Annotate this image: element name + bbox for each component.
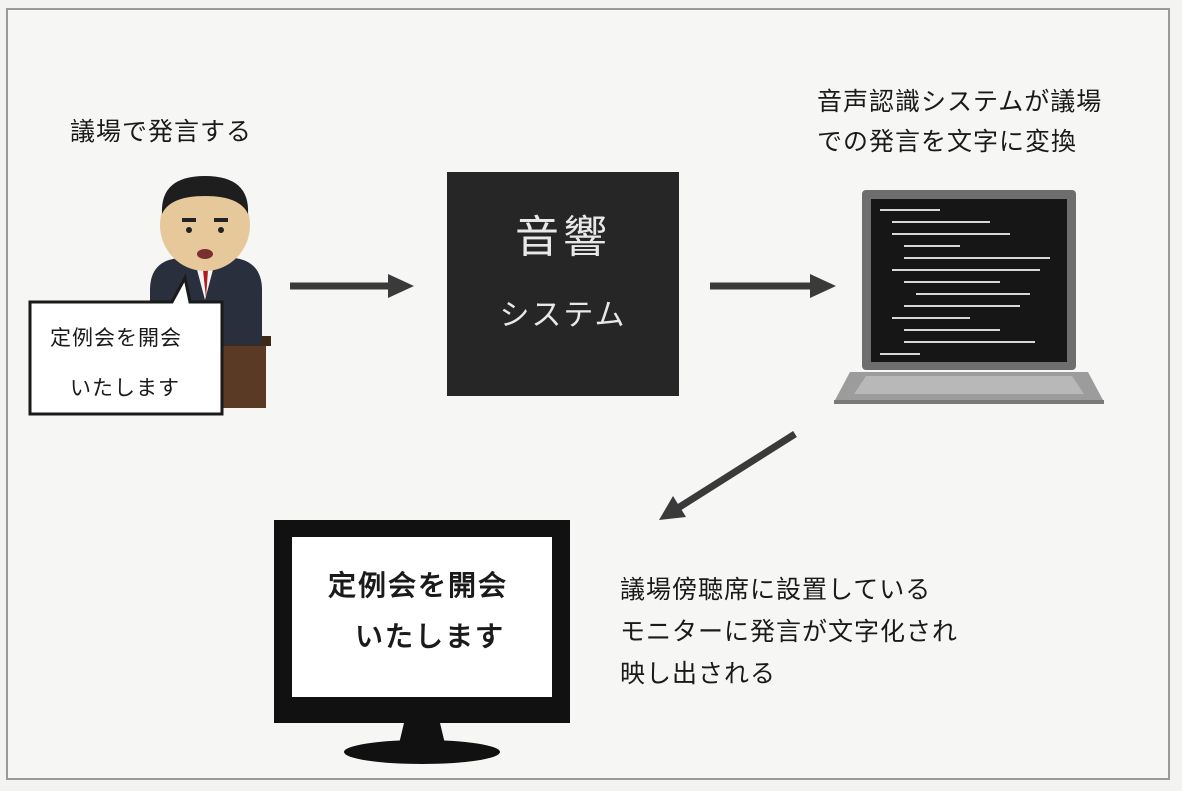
speaker-head (160, 179, 250, 271)
monitor-stand (344, 740, 500, 764)
monitor-text-line2: いたします (355, 620, 506, 653)
recognition-text-line1: 音声認識システムが議場 (817, 87, 1103, 116)
sound-system-box: 音響 システム (447, 172, 679, 396)
speaker-hair (161, 176, 249, 214)
sound-system-subtitle: システム (499, 298, 627, 333)
laptop-screen (871, 199, 1067, 362)
code-lines (880, 209, 1050, 355)
speech-bubble (28, 273, 224, 416)
gallery-text-line2: モニターに発言が文字化され (620, 617, 959, 646)
speech-bubble-text-line1: 定例会を開会 (50, 326, 182, 350)
monitor-screen (292, 537, 552, 697)
podium (222, 342, 266, 408)
arrow-speaker-to-sound (290, 274, 414, 298)
arrow-laptop-to-monitor (659, 431, 797, 520)
sound-system-title: 音響 (515, 212, 611, 263)
monitor-text-line1: 定例会を開会 (328, 569, 509, 602)
gallery-text-line3: 映し出される (620, 659, 777, 688)
speech-bubble-text-line2: いたします (70, 376, 180, 400)
arrow-sound-to-laptop (710, 274, 836, 298)
recognition-text-line2: での発言を文字に変換 (817, 127, 1078, 156)
gallery-text-line1: 議場傍聴席に設置している (620, 575, 932, 604)
speaker-label: 議場で発言する (70, 117, 253, 146)
